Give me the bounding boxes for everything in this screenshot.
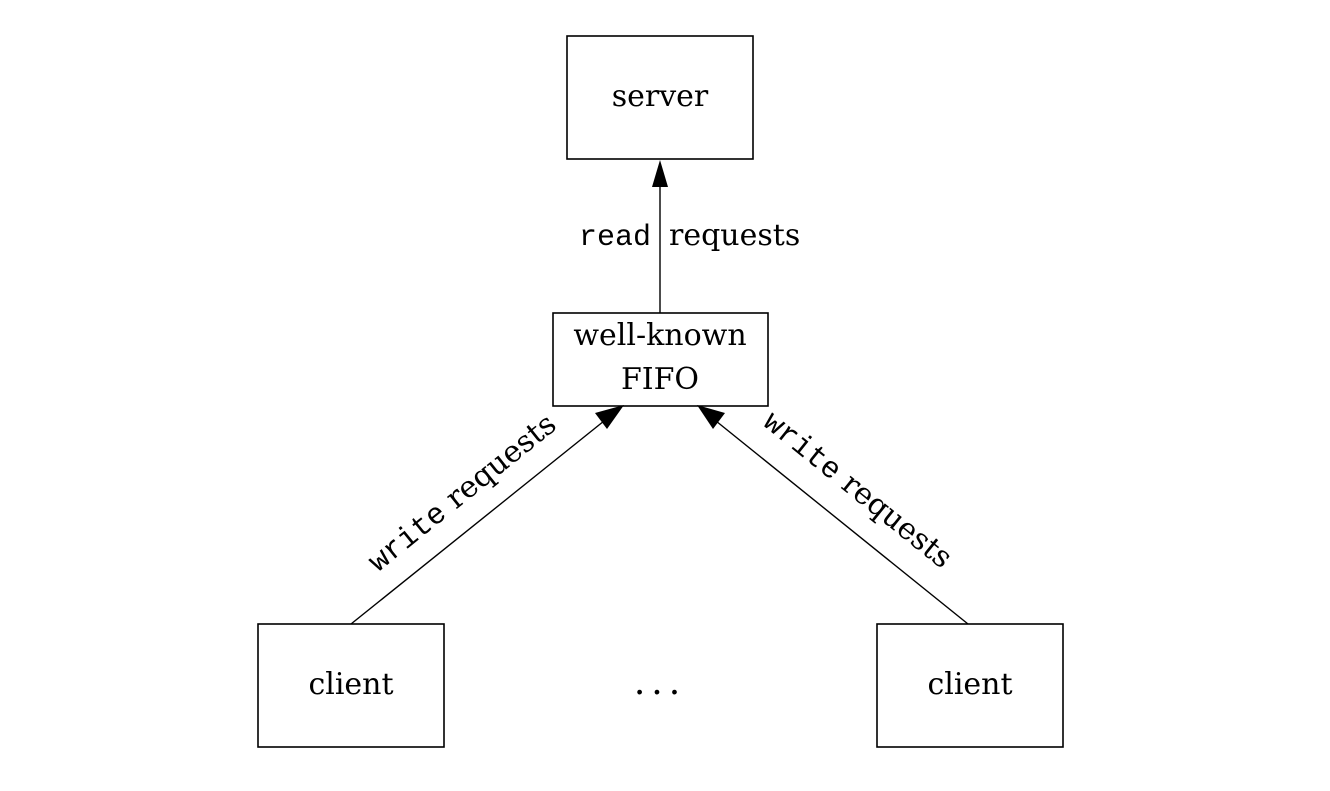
arrow-client-left-to-fifo-line	[350, 420, 605, 625]
fifo-label-line1: well-known	[573, 318, 746, 353]
edge-right-label: write requests	[756, 404, 959, 578]
server-label: server	[612, 79, 709, 114]
edge-read-code: read	[579, 221, 651, 255]
server-node: server	[566, 35, 754, 160]
edge-right-text: requests	[835, 466, 959, 576]
edge-read-text: requests	[669, 218, 800, 253]
fifo-box	[552, 312, 769, 407]
client-left-node: client	[257, 623, 445, 748]
fifo-label-line2: FIFO	[621, 362, 699, 397]
edge-left-text: requests	[439, 407, 563, 517]
edge-left-label-text: write requests	[361, 407, 564, 581]
server-box	[566, 35, 754, 160]
client-right-box	[876, 623, 1064, 748]
client-right-label: client	[927, 667, 1012, 702]
edge-right-code: write	[756, 406, 847, 489]
arrow-fifo-to-server-head	[652, 160, 668, 187]
fifo-node: well-known FIFO	[552, 312, 769, 407]
arrow-fifo-to-server	[652, 160, 668, 313]
client-left-label: client	[308, 667, 393, 702]
edge-left-code: write	[363, 497, 454, 580]
arrow-client-right-to-fifo-head	[697, 405, 725, 429]
client-right-node: client	[876, 623, 1064, 748]
arrow-client-left-to-fifo	[350, 405, 624, 625]
arrow-client-right-to-fifo-line	[715, 420, 969, 625]
ellipsis: ...	[634, 662, 686, 703]
edge-left-label: write requests	[361, 407, 564, 581]
arrow-client-right-to-fifo	[697, 405, 969, 625]
arrow-client-left-to-fifo-head	[595, 405, 624, 429]
edge-right-label-text: write requests	[756, 404, 959, 578]
